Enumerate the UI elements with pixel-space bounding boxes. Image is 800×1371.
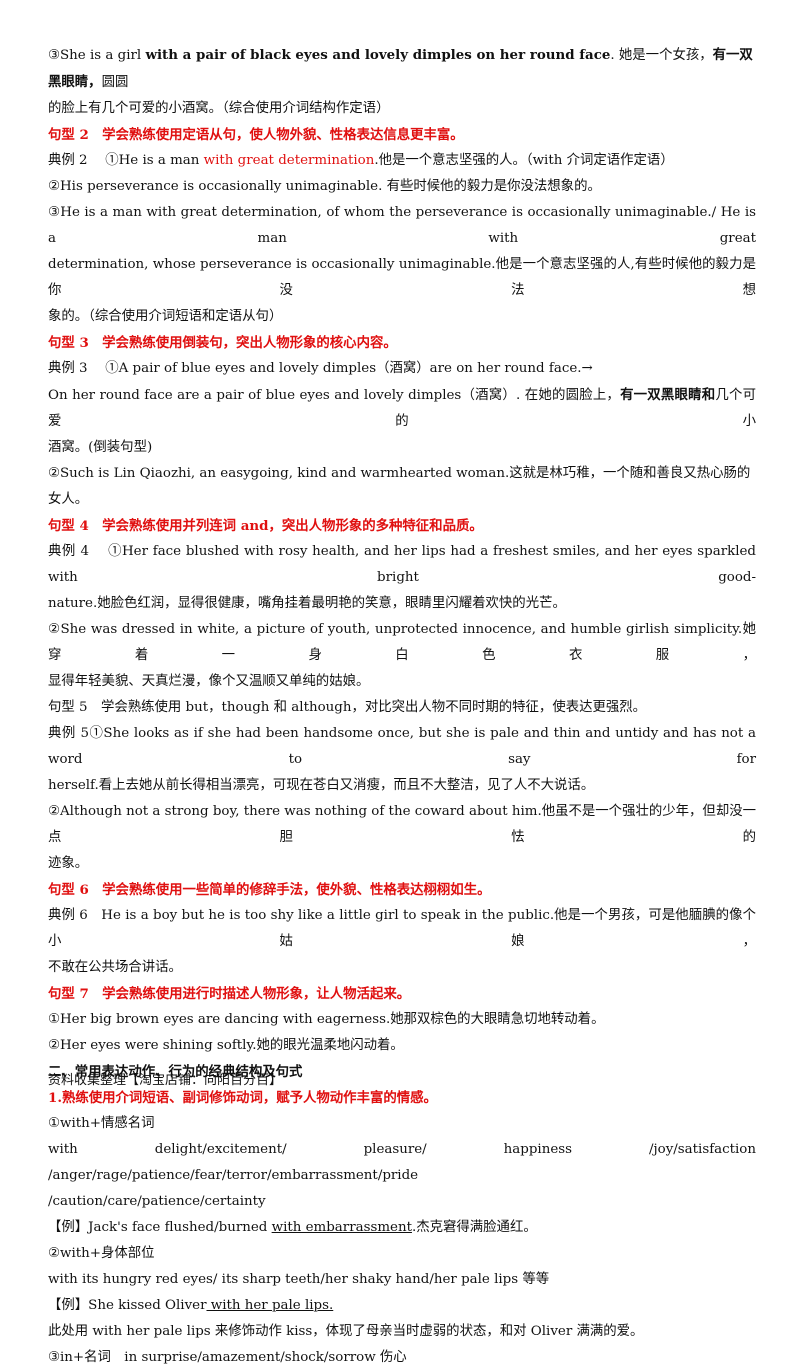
section-heading: 句型 4 学会熟练使用并列连词 and，突出人物形象的多种特征和品质。: [48, 518, 483, 534]
text-line: ①Her big brown eyes are dancing with eag…: [48, 1012, 605, 1027]
text-line: ②Her eyes were shining softly.她的眼光温柔地闪动着…: [48, 1038, 404, 1053]
text-segment: On her round face are a pair of blue eye…: [48, 388, 621, 403]
text-line: 酒窝。(倒装句型): [48, 440, 153, 455]
text-segment: .他是一个意志坚强的人。（with 介词定语作定语）: [374, 153, 674, 168]
section-heading: 句型 6 学会熟练使用一些简单的修辞手法，使外貌、性格表达栩栩如生。: [48, 882, 491, 898]
text-segment: 【例】She kissed Oliver: [48, 1298, 207, 1313]
text-line: ②with+身体部位: [48, 1246, 155, 1261]
bold-phrase: 有一双黑眼睛和: [620, 387, 716, 403]
text-segment: 典例 2 ①He is a man: [48, 153, 204, 168]
text-line: 不敢在公共场合讲话。: [48, 960, 182, 975]
text-segment: 几个可爱的小: [48, 388, 757, 429]
text-segment: 【例】Jack's face flushed/burned: [48, 1220, 272, 1235]
text-segment: 圆圆: [101, 75, 129, 90]
highlighted-phrase: with great determination: [203, 153, 375, 168]
underlined-phrase: with embarrassment: [271, 1220, 412, 1235]
text-line: ①with+情感名词: [48, 1116, 155, 1131]
text-line: 的脸上有几个可爱的小酒窝。（综合使用介词结构作定语）: [48, 101, 390, 116]
text-line: nature.她脸色红润，显得很健康，嘴角挂着最明艳的笑意，眼睛里闪耀着欢快的光…: [48, 596, 566, 611]
text-line: ②She was dressed in white, a picture of …: [48, 622, 756, 663]
page-footer: 资料收集整理【淘宝店铺：向阳百分百】: [48, 1073, 283, 1088]
bold-phrase: 有一双黑眼睛，: [48, 47, 753, 90]
text-line: 典例 4 ①Her face blushed with rosy health,…: [48, 544, 756, 585]
text-line: herself.看上去她从前长得相当漂亮，可现在苍白又消瘦，而且不大整洁，见了人…: [48, 778, 595, 793]
text-line: On her round face are a pair of blue eye…: [48, 382, 756, 435]
section-heading: 句型 2 学会熟练使用定语从句，使人物外貌、性格表达信息更丰富。: [48, 127, 464, 143]
text-line: ③He is a man with great determination, o…: [48, 205, 756, 246]
text-line: 典例 3 ①A pair of blue eyes and lovely dim…: [48, 361, 593, 376]
text-segment: . 她是一个女孩，: [610, 48, 713, 63]
text-line: ③She is a girl with a pair of black eyes…: [48, 42, 756, 96]
text-line: 【例】She kissed Oliver with her pale lips.: [48, 1293, 756, 1319]
subheading: 句型 5 学会熟练使用 but，though 和 although，对比突出人物…: [48, 700, 647, 715]
text-line: 迹象。: [48, 856, 89, 871]
text-line: 象的。（综合使用介词短语和定语从句）: [48, 309, 283, 324]
text-line: with delight/excitement/ pleasure/ happi…: [48, 1142, 756, 1183]
section-heading: 句型 3 学会熟练使用倒装句，突出人物形象的核心内容。: [48, 335, 397, 351]
text-line: ②Such is Lin Qiaozhi, an easygoing, kind…: [48, 466, 751, 507]
bold-phrase: with a pair of black eyes and lovely dim…: [145, 47, 611, 63]
text-segment: .杰克窘得满脸通红。: [411, 1220, 537, 1235]
text-line: 典例 5①She looks as if she had been handso…: [48, 726, 756, 767]
text-line: 典例 2 ①He is a man with great determinati…: [48, 148, 756, 174]
document-body: ③She is a girl with a pair of black eyes…: [48, 42, 756, 1371]
text-line: ③in+名词 in surprise/amazement/shock/sorro…: [48, 1350, 407, 1365]
section-heading: 1.熟练使用介词短语、副词修饰动词，赋予人物动作丰富的情感。: [48, 1090, 437, 1106]
text-line: determination, whose perseverance is occ…: [48, 257, 756, 298]
section-heading: 句型 7 学会熟练使用进行时描述人物形象，让人物活起来。: [48, 986, 411, 1002]
text-line: ②His perseverance is occasionally unimag…: [48, 179, 601, 194]
text-line: 显得年轻美貌、天真烂漫，像个又温顺又单纯的姑娘。: [48, 674, 370, 689]
text-line: 【例】Jack's face flushed/burned with embar…: [48, 1215, 756, 1241]
text-line: 此处用 with her pale lips 来修饰动作 kiss，体现了母亲当…: [48, 1324, 644, 1339]
text-line: with its hungry red eyes/ its sharp teet…: [48, 1272, 550, 1287]
text-line: ②Although not a strong boy, there was no…: [48, 804, 756, 845]
text-line: 典例 6 He is a boy but he is too shy like …: [48, 908, 756, 949]
text-line: /caution/care/patience/certainty: [48, 1194, 266, 1209]
section-title: 二、常用表达动作、行为的经典结构及句式: [48, 1064, 303, 1080]
text-segment: ③She is a girl: [48, 48, 146, 63]
underlined-phrase: with her pale lips.: [206, 1298, 334, 1313]
